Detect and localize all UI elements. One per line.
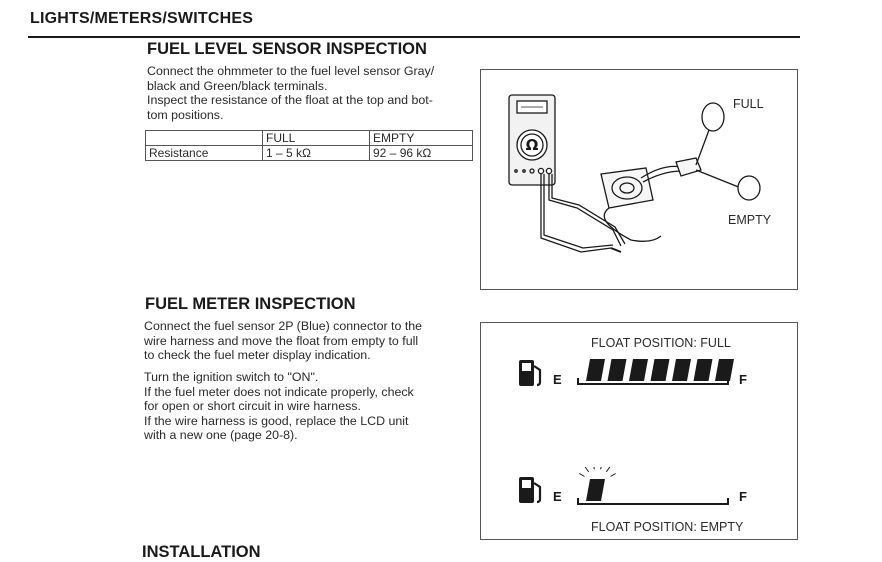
meter-p2-line-2: If the fuel meter does not indicate prop… (144, 384, 414, 399)
meter-p1-line-1: Connect the fuel sensor 2P (Blue) connec… (144, 319, 423, 333)
fuel-gauge-figure: FLOAT POSITION: FULL E F FLOAT POSITION:… (480, 322, 798, 540)
gauge-segment (672, 359, 691, 381)
blink-indicator (579, 467, 616, 477)
table-header-cell (145, 130, 263, 146)
table-cell-empty: 92 – 96 kΩ (369, 145, 473, 161)
gauge-full-letter: F (739, 372, 747, 387)
fuel-gauge-full (577, 359, 734, 385)
meter-p2-line-4: If the wire harness is good, replace the… (144, 413, 409, 428)
sensor-figure: Ω FULL EMPTY (480, 69, 798, 290)
meter-instructions-1: Connect the fuel sensor 2P (Blue) connec… (144, 319, 474, 363)
table-header-row: FULL EMPTY (145, 130, 473, 146)
meter-p1-line-2: wire harness and move the float from emp… (144, 333, 419, 348)
gauge-segment (693, 359, 713, 381)
table-cell-label: Resistance (145, 145, 263, 161)
gauge-empty-letter: E (553, 372, 562, 387)
meter-p1-line-3: to check the fuel meter display indicati… (144, 348, 371, 363)
float-empty-label: EMPTY (728, 213, 772, 227)
sensor-line-1: Connect the ohmmeter to the fuel level s… (147, 64, 435, 78)
gauge-baseline (577, 498, 729, 505)
table-header-full: FULL (262, 130, 370, 146)
gauge-segment (650, 359, 670, 381)
chapter-title: LIGHTS/METERS/SWITCHES (30, 10, 254, 27)
meter-p2-line-5: with a new one (page 20-8). (144, 428, 298, 443)
sensor-line-4: tom positions. (147, 107, 224, 122)
table-header-empty: EMPTY (369, 130, 473, 146)
installation-title: INSTALLATION (142, 543, 261, 561)
sensor-line-2: black and Green/black terminals. (147, 78, 328, 93)
ohmmeter-and-sensor-illustration: Ω (508, 94, 761, 253)
fuel-gauge-empty (577, 467, 729, 505)
meter-p2-line-3: for open or short circuit in wire harnes… (144, 399, 361, 414)
table-cell-full: 1 – 5 kΩ (262, 145, 370, 161)
float-empty-caption: FLOAT POSITION: EMPTY (591, 520, 744, 534)
resistance-table: FULL EMPTY Resistance 1 – 5 kΩ 92 – 96 k… (145, 130, 473, 161)
float-full-label: FULL (733, 97, 764, 111)
gauge-empty-letter: E (553, 489, 562, 504)
sensor-section-title: FUEL LEVEL SENSOR INSPECTION (147, 40, 427, 58)
meter-section-title: FUEL METER INSPECTION (145, 295, 356, 313)
gauge-segment (586, 479, 605, 501)
ohm-symbol: Ω (526, 136, 539, 154)
fuel-pump-icon (519, 477, 542, 504)
meter-p2-line-1: Turn the ignition switch to "ON". (144, 370, 319, 384)
gauge-segment (715, 359, 734, 381)
sensor-line-3: Inspect the resistance of the float at t… (147, 93, 433, 108)
gauge-segment (629, 359, 648, 381)
float-full-caption: FLOAT POSITION: FULL (591, 336, 731, 350)
meter-instructions-2: Turn the ignition switch to "ON". If the… (144, 370, 474, 443)
gauge-full-letter: F (739, 489, 747, 504)
sensor-instructions: Connect the ohmmeter to the fuel level s… (147, 64, 477, 122)
fuel-pump-icon (519, 360, 542, 387)
table-row: Resistance 1 – 5 kΩ 92 – 96 kΩ (145, 145, 473, 161)
gauge-segment (607, 359, 627, 381)
gauge-segment (586, 359, 605, 381)
header-rule (28, 36, 800, 38)
